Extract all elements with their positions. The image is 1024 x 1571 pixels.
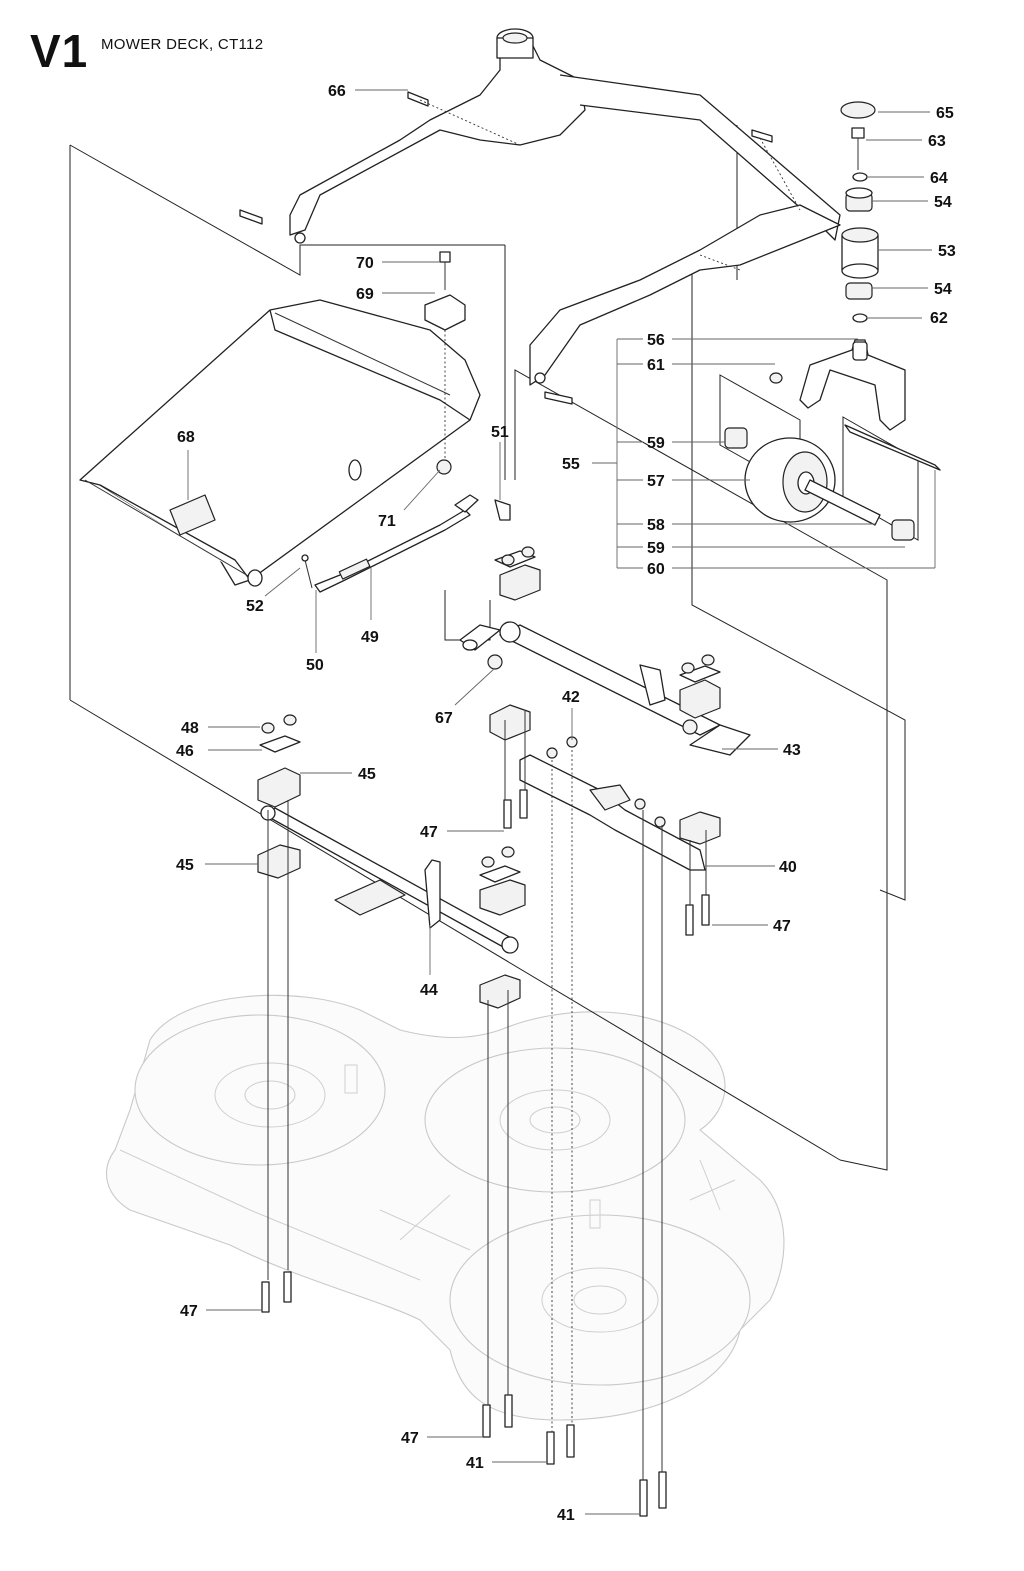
section-title: MOWER DECK, CT112 — [101, 36, 264, 53]
callout-45-upper: 45 — [358, 766, 376, 783]
callout-41-center: 41 — [466, 1455, 484, 1472]
bolts — [261, 789, 710, 1517]
callout-45-lower: 45 — [176, 857, 194, 874]
callout-41-right: 41 — [557, 1507, 575, 1524]
callout-58: 58 — [647, 517, 665, 534]
callout-66: 66 — [328, 83, 346, 100]
callout-69: 69 — [356, 286, 374, 303]
callout-47-bottom: 47 — [401, 1430, 419, 1447]
callout-54-lower: 54 — [934, 281, 952, 298]
callout-49: 49 — [361, 629, 379, 646]
gauge-wheel-assembly — [719, 101, 941, 541]
callout-44: 44 — [420, 982, 438, 999]
callout-63: 63 — [928, 133, 946, 150]
front-hanger-assembly — [257, 546, 751, 1517]
callout-47-right: 47 — [773, 918, 791, 935]
callout-42: 42 — [562, 689, 580, 706]
alignment-lines — [267, 710, 707, 1480]
callout-56: 56 — [647, 332, 665, 349]
callout-57: 57 — [647, 473, 665, 490]
callout-53: 53 — [938, 243, 956, 260]
callout-60: 60 — [647, 561, 665, 578]
callout-65: 65 — [936, 105, 954, 122]
callout-61: 61 — [647, 357, 665, 374]
callout-40: 40 — [779, 859, 797, 876]
callout-50: 50 — [306, 657, 324, 674]
adjustment-linkage — [301, 494, 511, 593]
callout-62: 62 — [930, 310, 948, 327]
callout-70: 70 — [356, 255, 374, 272]
callout-52: 52 — [246, 598, 264, 615]
callout-43: 43 — [783, 742, 801, 759]
leader-lines — [187, 89, 936, 1515]
callout-51: 51 — [491, 424, 509, 441]
callout-48: 48 — [181, 720, 199, 737]
deck-side-frame — [79, 299, 481, 587]
callout-55: 55 — [562, 456, 580, 473]
callout-64: 64 — [930, 170, 948, 187]
callout-71: 71 — [378, 513, 396, 530]
section-code: V1 — [30, 25, 89, 77]
callout-54-upper: 54 — [934, 194, 952, 211]
mower-deck-ghost — [106, 994, 785, 1421]
callout-labels: 66 65 63 64 54 53 54 62 70 69 56 61 68 5… — [176, 83, 956, 1524]
callout-59-upper: 59 — [647, 435, 665, 452]
callout-67: 67 — [435, 710, 453, 727]
callout-47-hanger: 47 — [420, 824, 438, 841]
callout-47-left: 47 — [180, 1303, 198, 1320]
callout-68: 68 — [177, 429, 195, 446]
bracket-and-bolt — [424, 251, 466, 475]
lift-arm — [239, 28, 841, 405]
callout-59-lower: 59 — [647, 540, 665, 557]
callout-46: 46 — [176, 743, 194, 760]
